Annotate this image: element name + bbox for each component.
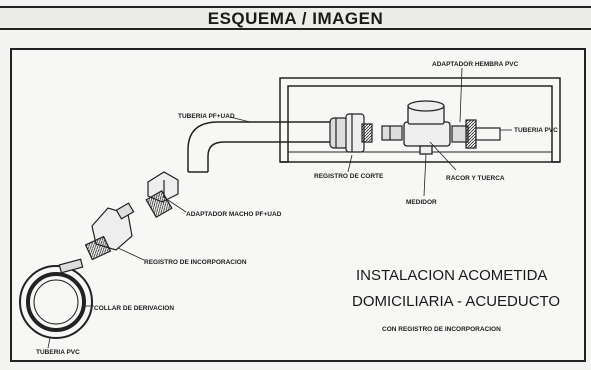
- saddle-collar: [19, 258, 93, 339]
- caption-line-1: INSTALACION ACOMETIDA: [356, 267, 547, 284]
- label-tuberia-pvc-right: TUBERIA PVC: [514, 127, 558, 134]
- cutoff-valve: [329, 113, 373, 153]
- label-racor-tuerca: RACOR Y TUERCA: [446, 175, 505, 182]
- label-medidor: MEDIDOR: [406, 199, 437, 206]
- label-tuberia-pvc-left: TUBERIA PVC: [36, 349, 80, 356]
- label-registro-corte: REGISTRO DE CORTE: [314, 173, 384, 180]
- caption-line-2: DOMICILIARIA - ACUEDUCTO: [352, 293, 560, 310]
- header-bar: ESQUEMA / IMAGEN: [0, 6, 591, 30]
- label-adaptador-macho: ADAPTADOR MACHO PF+UAD: [186, 211, 282, 218]
- union-nut: [381, 125, 403, 141]
- label-registro-incorporacion: REGISTRO DE INCORPORACION: [144, 259, 247, 266]
- label-collar-derivacion: COLLAR DE DERIVACION: [94, 305, 174, 312]
- caption-line-3: CON REGISTRO DE INCORPORACION: [382, 326, 501, 333]
- label-tuberia-pead: TUBERIA PF+UAD: [178, 113, 235, 120]
- incorporation-valve: [84, 202, 135, 261]
- diagram-frame: [10, 48, 586, 362]
- female-adapter: [451, 119, 501, 149]
- pead-pipe: [187, 121, 335, 173]
- label-adaptador-hembra: ADAPTADOR HEMBRA PVC: [432, 61, 519, 68]
- page-title: ESQUEMA / IMAGEN: [207, 9, 384, 28]
- leader-lines: [47, 67, 512, 349]
- water-meter: [403, 100, 451, 155]
- male-adapter: [145, 171, 179, 218]
